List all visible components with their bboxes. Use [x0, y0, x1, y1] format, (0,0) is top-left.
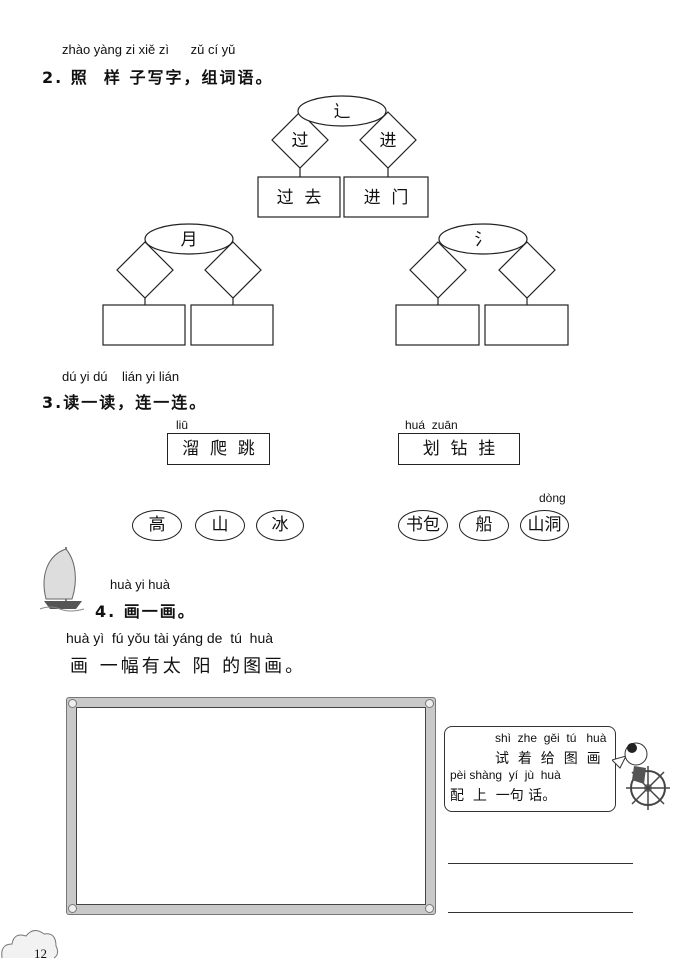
frame-bolt [68, 699, 77, 708]
bubble-line2: 配 上 一句 话。 [450, 788, 557, 804]
drawing-frame [66, 697, 436, 915]
speech-bubble: shì zhe gěi tú huà 试 着 给 图 画 pèi shàng y… [444, 726, 616, 812]
frame-bolt [68, 904, 77, 913]
page-number: 12 [34, 946, 47, 961]
word-box[interactable] [102, 304, 186, 346]
section4-pinyin: huà yi huà [110, 577, 170, 592]
right-char-box: 划 钻 挂 [398, 433, 520, 465]
section3-title: 3.读一读，连一连。 [42, 393, 208, 412]
sailboat-icon [39, 547, 85, 612]
drawing-area[interactable] [76, 707, 426, 905]
frame-bolt [425, 904, 434, 913]
diagram-2 [102, 223, 274, 346]
radical-text: 氵 [475, 230, 492, 250]
diamond [271, 111, 329, 169]
section2-title: 2. 照 样 子写字，组词语。 [42, 68, 274, 87]
diagram-1 [257, 95, 429, 218]
diagram-3 [395, 223, 569, 346]
diamond [204, 241, 262, 299]
word-oval[interactable]: 书包 [398, 510, 448, 541]
word-text: 过 去 [277, 188, 322, 208]
word-oval[interactable]: 山 [195, 510, 245, 541]
bubble-line1-pinyin: shì zhe gěi tú huà [495, 731, 607, 745]
instruction-text: 画 一幅有太 阳 的图画。 [70, 656, 307, 677]
diamond [359, 111, 417, 169]
word-box [257, 176, 341, 218]
radical-ellipse [144, 223, 234, 255]
word-box[interactable] [190, 304, 274, 346]
diamond [116, 241, 174, 299]
bubble-line1: 试 着 给 图 画 [495, 751, 601, 767]
frame-bolt [425, 699, 434, 708]
sailor-boy-icon [612, 742, 670, 810]
radical-ellipse [297, 95, 387, 127]
word-diagrams: 辶 过 进 过 去 进 门 月 氵 [102, 95, 569, 346]
writing-line[interactable] [448, 863, 633, 864]
section3-pinyin: dú yi dú lián yi lián [62, 369, 180, 384]
diamond [409, 241, 467, 299]
left-box-pinyin: liū [176, 418, 189, 432]
word-pinyin: dòng [539, 491, 566, 505]
word-oval[interactable]: 高 [132, 510, 182, 541]
radical-ellipse [438, 223, 528, 255]
char-text: 过 [292, 131, 309, 151]
radical-text: 月 [181, 230, 198, 250]
word-oval[interactable]: 船 [459, 510, 509, 541]
word-box[interactable] [484, 304, 569, 346]
word-oval[interactable]: 冰 [256, 510, 304, 541]
word-box[interactable] [395, 304, 480, 346]
char-text: 进 [380, 131, 397, 151]
writing-line[interactable] [448, 912, 633, 913]
word-text: 进 门 [364, 188, 409, 208]
cloud-decoration-icon [1, 930, 59, 959]
right-box-pinyin: huá zuān [405, 418, 458, 432]
instruction-pinyin: huà yì fú yǒu tài yáng de tú huà [66, 630, 274, 646]
section2-pinyin: zhào yàng zi xiě zì zǔ cí yǔ [62, 42, 236, 57]
diamond [498, 241, 556, 299]
bubble-line2-pinyin: pèi shàng yí jù huà [450, 768, 561, 782]
section4-title: 4. 画一画。 [95, 602, 196, 621]
left-char-box: 溜 爬 跳 [167, 433, 270, 465]
word-oval[interactable]: 山洞 [520, 510, 569, 541]
radical-text: 辶 [334, 102, 351, 122]
word-box [343, 176, 429, 218]
